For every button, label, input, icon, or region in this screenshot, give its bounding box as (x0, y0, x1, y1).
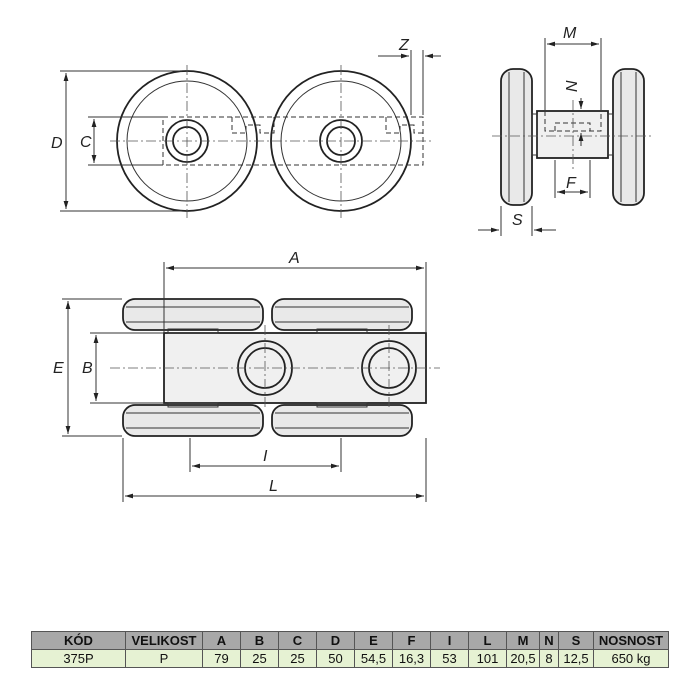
dim-label-E: E (53, 360, 64, 377)
side-body (536, 110, 609, 159)
dim-label-F: F (566, 175, 577, 192)
front-view: D C Z (51, 37, 441, 218)
header-l: L (468, 631, 507, 650)
top-wheel-tr (271, 298, 413, 331)
table-header-row: KÓD VELIKOST A B C D E F I L M N S NOSNO… (31, 631, 669, 650)
dim-label-N: N (562, 80, 579, 92)
spec-table: KÓD VELIKOST A B C D E F I L M N S NOSNO… (31, 631, 669, 668)
header-b: B (240, 631, 279, 650)
cell-e: 54,5 (354, 649, 393, 668)
dim-label-D: D (51, 135, 63, 152)
cell-kod: 375P (31, 649, 126, 668)
header-kod: KÓD (31, 631, 126, 650)
dim-label-B: B (82, 360, 93, 377)
cell-l: 101 (468, 649, 507, 668)
cell-velikost: P (125, 649, 203, 668)
cell-d: 50 (316, 649, 355, 668)
top-wheel-bl (122, 404, 264, 437)
side-wheel-right (612, 68, 645, 206)
cell-a: 79 (202, 649, 241, 668)
dim-label-M: M (563, 25, 577, 42)
header-d: D (316, 631, 355, 650)
dim-label-I: I (263, 448, 268, 465)
dim-label-Z: Z (398, 37, 410, 54)
dim-label-L: L (269, 478, 278, 495)
header-m: M (506, 631, 540, 650)
header-i: I (430, 631, 469, 650)
table-row: 375P P 79 25 25 50 54,5 16,3 53 101 20,5… (31, 649, 669, 668)
header-velikost: VELIKOST (125, 631, 203, 650)
cell-c: 25 (278, 649, 317, 668)
top-wheel-tl (122, 298, 264, 331)
header-c: C (278, 631, 317, 650)
side-wheel-left (500, 68, 533, 206)
cell-i: 53 (430, 649, 469, 668)
cell-f: 16,3 (392, 649, 431, 668)
header-n: N (539, 631, 559, 650)
cell-m: 20,5 (506, 649, 540, 668)
header-nosnost: NOSNOST (593, 631, 669, 650)
side-view: M N F S (478, 25, 652, 236)
header-f: F (392, 631, 431, 650)
header-s: S (558, 631, 594, 650)
dim-label-S: S (512, 212, 523, 229)
header-e: E (354, 631, 393, 650)
cell-n: 8 (539, 649, 559, 668)
cell-s: 12,5 (558, 649, 594, 668)
dim-label-C: C (80, 134, 92, 151)
cell-nosnost: 650 kg (593, 649, 669, 668)
top-view: A E B I L (53, 250, 440, 502)
top-wheel-br (271, 404, 413, 437)
cell-b: 25 (240, 649, 279, 668)
dim-label-A: A (288, 250, 300, 267)
technical-drawing: D C Z M N (51, 25, 652, 502)
header-a: A (202, 631, 241, 650)
